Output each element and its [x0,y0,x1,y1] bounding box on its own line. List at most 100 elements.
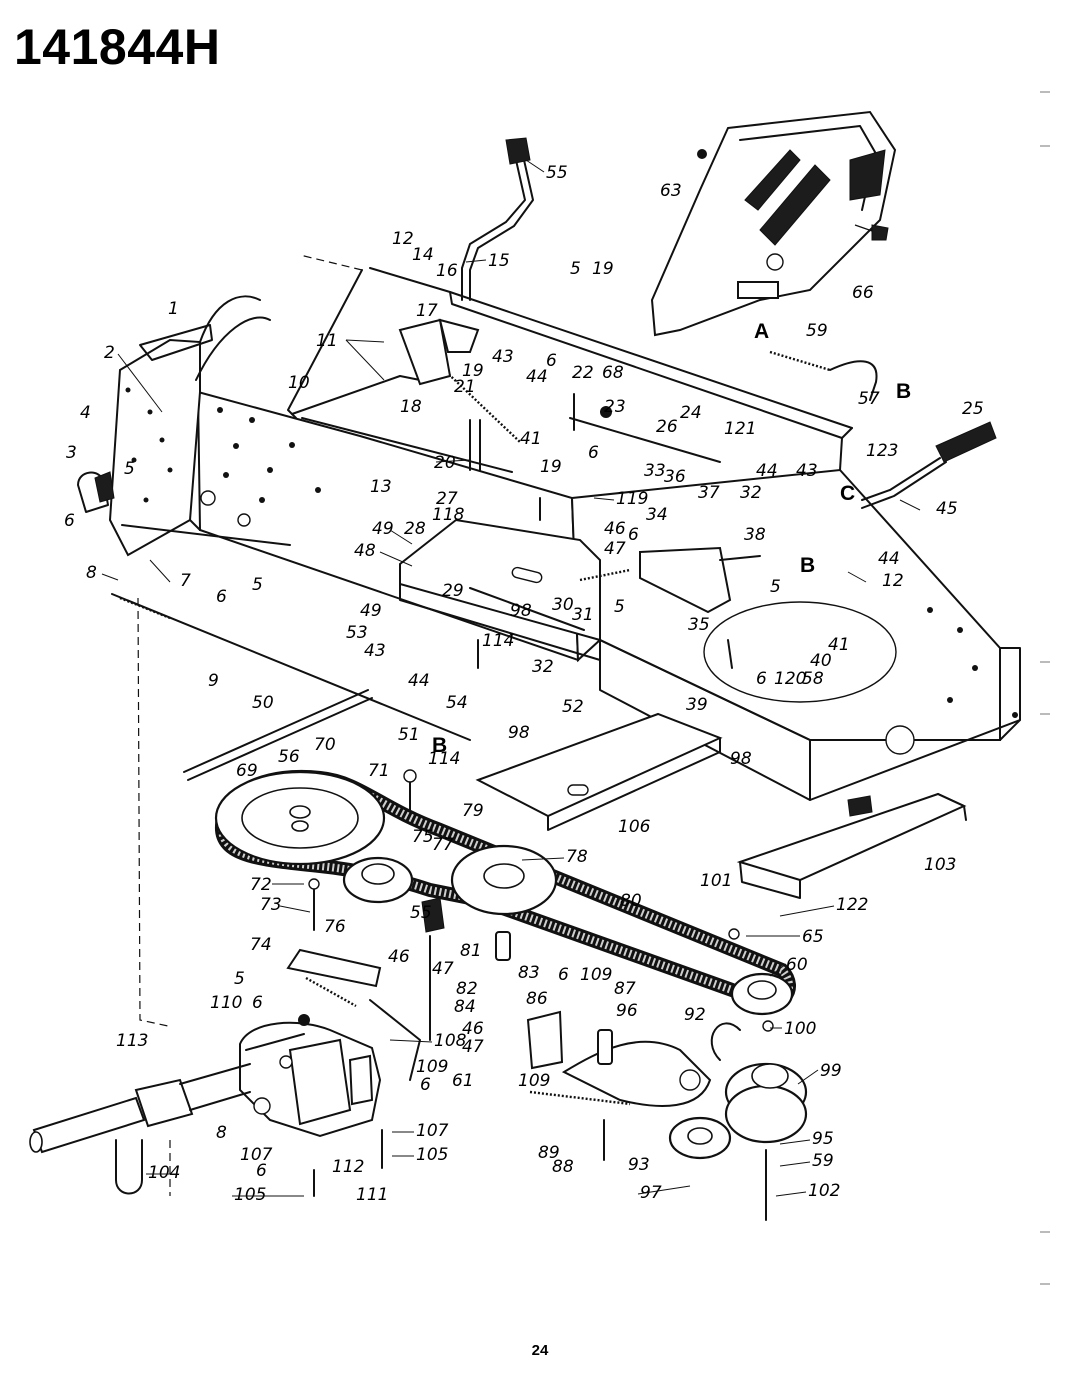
callout: 66 [852,283,874,303]
callout: 21 [454,377,476,397]
callout: 60 [786,955,808,975]
callout: 57 [858,389,880,409]
transaxle [239,1014,382,1138]
callout: 58 [802,669,824,689]
callout: 92 [684,1005,706,1025]
callouts: 55 63 66 12 14 16 15 5 19 1 17 11 2 43 6… [64,163,984,1205]
callout: 46 [388,947,410,967]
callout: 47 [432,959,454,979]
callout: 48 [354,541,376,561]
callout: 47 [462,1037,484,1057]
callout: 119 [616,489,648,509]
callout: 75 [412,827,434,847]
callout: 32 [740,483,762,503]
callout: 106 [618,817,651,837]
deck-plate [475,712,723,831]
frame-upper [287,254,853,471]
callout: 6 [252,993,263,1013]
right-bracket [579,546,761,614]
callout: 18 [400,397,422,417]
callout: 30 [552,595,574,615]
callout: 14 [412,245,434,265]
callout: 72 [250,875,272,895]
callout: 113 [116,1031,148,1051]
callout: 44 [756,461,778,481]
shaft-50 [183,689,373,781]
callout: 109 [580,965,612,985]
callout: 32 [532,657,554,677]
callout: 37 [698,483,720,503]
callout: 80 [620,891,642,911]
callout: 41 [828,635,850,655]
callout: 77 [432,835,454,855]
callout: 74 [250,935,272,955]
callout: 44 [526,367,548,387]
callout: 12 [392,229,414,249]
callout: 44 [408,671,430,691]
callout: 87 [614,979,636,999]
callout: 9 [208,671,219,691]
callout: 31 [572,605,594,625]
callout: 43 [492,347,514,367]
pedal-levers [398,318,521,471]
ref-letter-c: C [840,482,855,505]
callout: 6 [64,511,75,531]
callout: 79 [462,801,484,821]
callout: 108 [434,1031,467,1051]
callout: 4 [80,403,91,423]
callout: 88 [552,1157,574,1177]
callout: 78 [566,847,588,867]
callout: 51 [398,725,420,745]
margin-ticks [1040,91,1050,1285]
clutch [710,1022,808,1144]
callout: 109 [518,1071,550,1091]
callout: 98 [508,723,530,743]
callout: 105 [416,1145,448,1165]
callout: 47 [604,539,626,559]
callout: 16 [436,261,458,281]
page-number: 24 [531,1342,549,1359]
callout: 111 [356,1185,388,1205]
callout: 65 [802,927,824,947]
callout: 123 [866,441,898,461]
callout: 2 [104,343,115,363]
callout: 6 [420,1075,431,1095]
callout: 28 [404,519,426,539]
callout: 5 [252,575,263,595]
callout: 17 [416,301,438,321]
callout: 81 [460,941,482,961]
callout: 120 [774,669,806,689]
callout: 102 [808,1181,840,1201]
callout: 112 [332,1157,364,1177]
leader-lines [101,159,921,1197]
callout: 100 [784,1019,816,1039]
callout: 6 [588,443,599,463]
callout: 122 [836,895,868,915]
callout: 11 [316,331,338,351]
callout: 5 [124,459,135,479]
callout: 83 [518,963,540,983]
callout: 55 [410,903,432,923]
callout: 33 [644,461,666,481]
reference-letters: A B B B C [432,320,911,757]
callout: 46 [604,519,626,539]
bracket-103 [736,792,967,899]
callout: 49 [360,601,382,621]
callout: 118 [432,505,465,525]
callout: 54 [446,693,468,713]
callout: 101 [700,871,732,891]
callout: 70 [314,735,336,755]
callout: 34 [646,505,668,525]
ref-letter-a: A [754,320,769,343]
callout: 5 [614,597,625,617]
center-plate [399,518,601,661]
callout: 38 [744,525,766,545]
callout: 98 [510,601,532,621]
callout: 89 [538,1143,560,1163]
callout: 10 [288,373,310,393]
callout: 24 [680,403,702,423]
callout: 6 [546,351,557,371]
model-number: 141844H [14,19,221,75]
callout: 6 [256,1161,267,1181]
